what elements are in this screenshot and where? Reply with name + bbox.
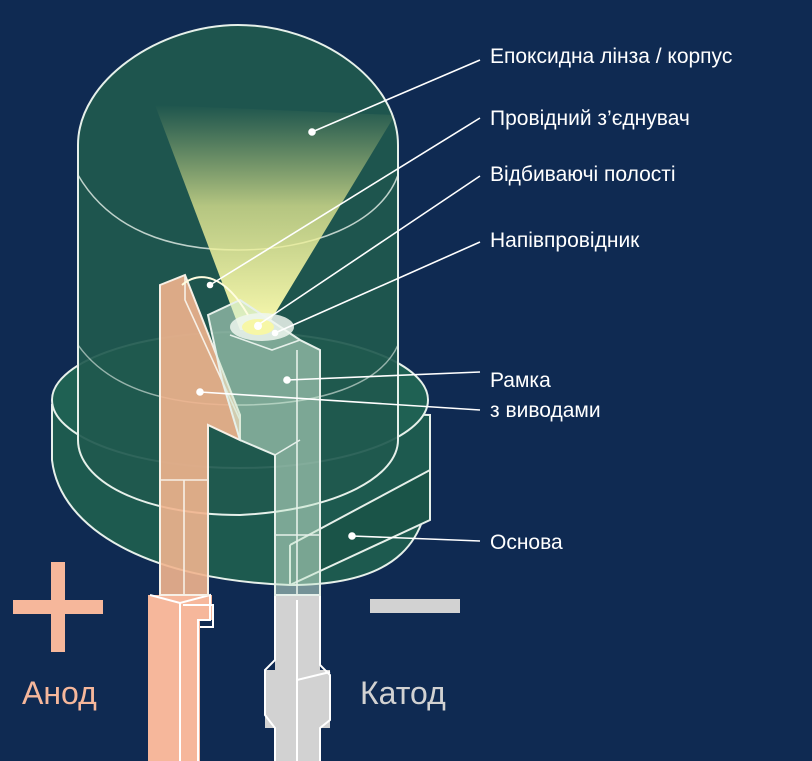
label-frame-line2: з виводами bbox=[490, 399, 601, 422]
label-base: Основа bbox=[490, 531, 563, 554]
label-cavity: Відбиваючі полості bbox=[490, 163, 676, 186]
cathode-leg bbox=[264, 595, 331, 761]
cathode-label: Катод bbox=[360, 675, 446, 711]
anode-label: Анод bbox=[22, 675, 97, 711]
minus-icon bbox=[370, 599, 460, 613]
callout-leaders bbox=[196, 59, 481, 542]
light-beam bbox=[155, 105, 395, 330]
bond-wire bbox=[181, 276, 249, 316]
anode-leg bbox=[148, 593, 214, 761]
label-wire: Провідний з’єднувач bbox=[490, 107, 690, 130]
label-frame-line1: Рамка bbox=[490, 369, 551, 392]
label-lens: Епоксидна лінза / корпус bbox=[490, 45, 733, 68]
label-semiconductor: Напівпровідник bbox=[490, 229, 640, 252]
plus-icon bbox=[13, 562, 103, 652]
